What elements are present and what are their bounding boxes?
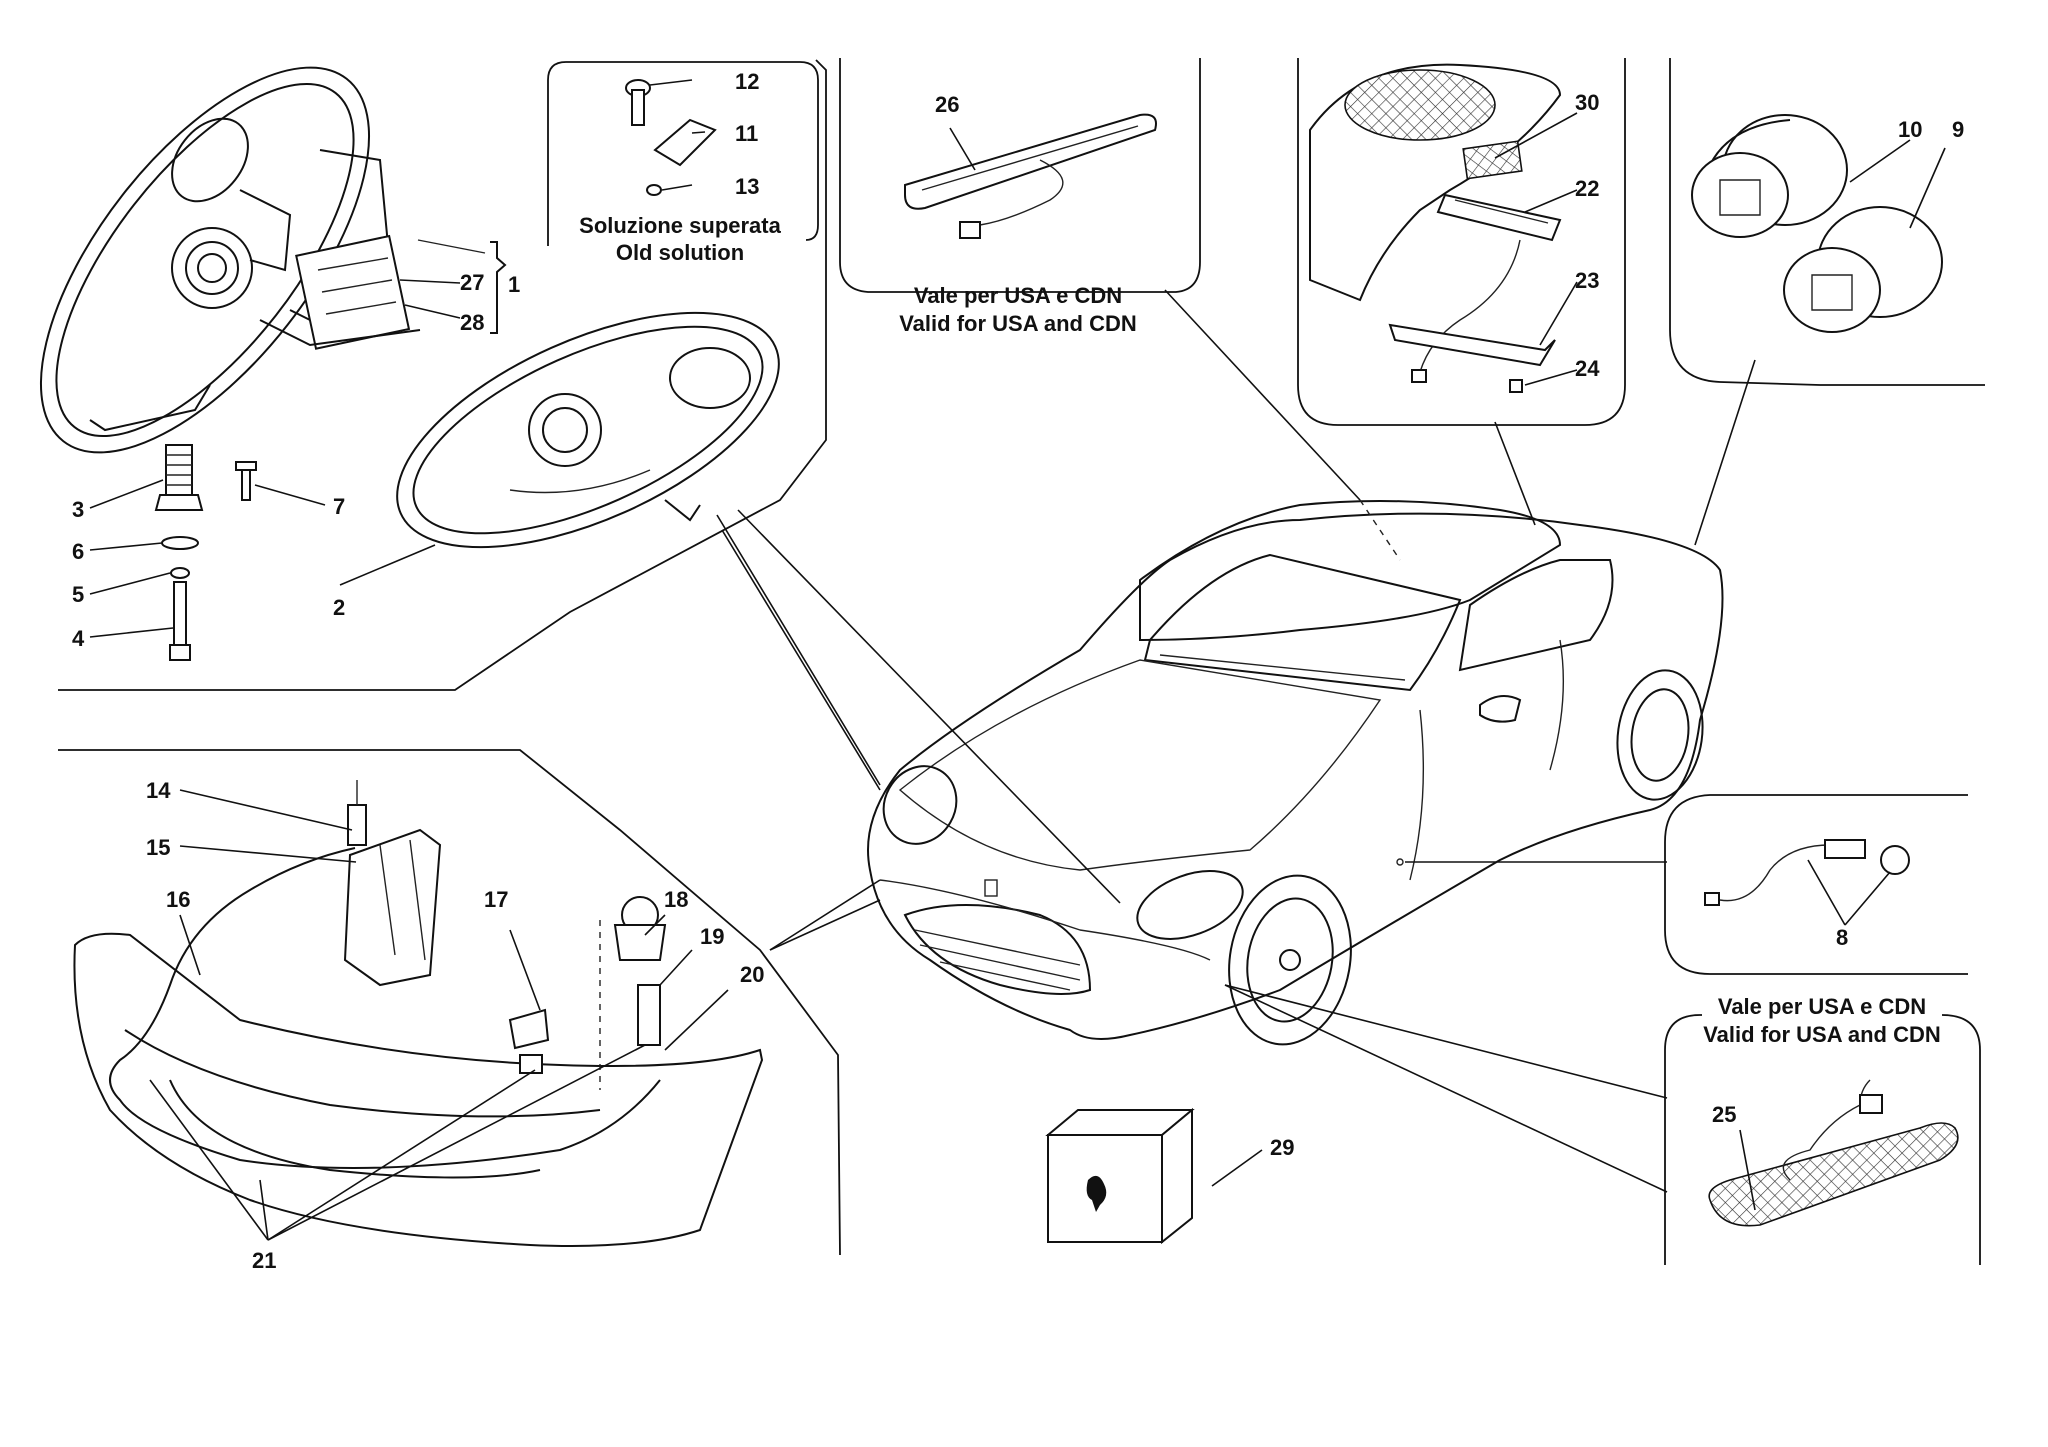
callout-14: 14 xyxy=(146,778,171,803)
callout-30: 30 xyxy=(1575,90,1599,115)
marker-lamp-25 xyxy=(1708,1079,1959,1227)
caption-usa-cdn-top-en: Valid for USA and CDN xyxy=(899,311,1137,336)
bumper-washer-assembly xyxy=(73,780,764,1247)
callout-1: 1 xyxy=(508,272,520,297)
callout-16: 16 xyxy=(166,887,190,912)
roof-stop-light-group xyxy=(1309,63,1562,393)
callout-21: 21 xyxy=(252,1248,276,1273)
callout-6: 6 xyxy=(72,539,84,564)
headlamp-2 xyxy=(396,311,780,549)
high-stop-lamp-26 xyxy=(904,113,1157,239)
callout-22: 22 xyxy=(1575,176,1599,201)
washer-6 xyxy=(161,536,199,550)
frame-washer-panel xyxy=(58,749,841,1256)
car-illustration xyxy=(867,500,1724,1046)
side-marker-8 xyxy=(1704,839,1910,906)
bolt-4 xyxy=(173,581,187,646)
callout-19: 19 xyxy=(700,924,724,949)
callout-26: 26 xyxy=(935,92,959,117)
caption-usa-cdn-bottom-en: Valid for USA and CDN xyxy=(1703,1022,1941,1047)
callout-28: 28 xyxy=(460,310,484,335)
leader-lines xyxy=(716,289,1756,1193)
box-29 xyxy=(1045,1107,1195,1245)
caption-usa-cdn-top-it: Vale per USA e CDN xyxy=(914,283,1122,308)
caption-old-solution-it: Soluzione superata xyxy=(579,213,781,238)
frame-side-lamps xyxy=(1669,58,1985,386)
callout-20: 20 xyxy=(740,962,764,987)
callout-27: 27 xyxy=(460,270,484,295)
callout-3: 3 xyxy=(72,497,84,522)
callout-23: 23 xyxy=(1575,268,1599,293)
callout-24: 24 xyxy=(1575,356,1600,381)
panel-frames xyxy=(58,58,1985,1265)
side-repeater-lamps xyxy=(1691,114,1943,333)
callout-12: 12 xyxy=(735,69,759,94)
hardware-stack xyxy=(154,444,257,661)
callout-17: 17 xyxy=(484,887,508,912)
frame-headlamp-panel xyxy=(58,59,827,691)
screw-7 xyxy=(235,461,257,501)
frame-side-marker xyxy=(1664,794,1968,975)
caption-old-solution-en: Old solution xyxy=(616,240,744,265)
frame-rear-marker xyxy=(1664,1014,1981,1265)
frame-old-solution xyxy=(547,61,819,246)
callout-5: 5 xyxy=(72,582,84,607)
callout-18: 18 xyxy=(664,887,688,912)
bracket-27-28 xyxy=(399,239,507,334)
callout-11: 11 xyxy=(735,121,758,146)
old-solution-parts xyxy=(625,79,717,196)
callout-13: 13 xyxy=(735,174,759,199)
callout-7: 7 xyxy=(333,494,345,519)
callout-9: 9 xyxy=(1952,117,1964,142)
callout-29: 29 xyxy=(1270,1135,1294,1160)
washer-5 xyxy=(170,567,190,579)
callout-25: 25 xyxy=(1712,1102,1736,1127)
callout-2: 2 xyxy=(333,595,345,620)
adjuster-screw-3 xyxy=(165,444,193,496)
horse-logo-icon xyxy=(1086,1175,1107,1212)
frame-center-light xyxy=(839,58,1201,293)
frame-stop-light xyxy=(1297,58,1626,426)
callout-leaders xyxy=(89,79,1946,1241)
headlamp-assembly-exploded xyxy=(39,66,421,454)
callout-8: 8 xyxy=(1836,925,1848,950)
caption-usa-cdn-bottom-it: Vale per USA e CDN xyxy=(1718,994,1926,1019)
callout-4: 4 xyxy=(72,626,85,651)
callout-10: 10 xyxy=(1898,117,1922,142)
callout-numbers: 1 2 3 4 5 6 7 8 9 10 11 12 13 14 15 16 1… xyxy=(72,69,1964,1273)
callout-15: 15 xyxy=(146,835,170,860)
